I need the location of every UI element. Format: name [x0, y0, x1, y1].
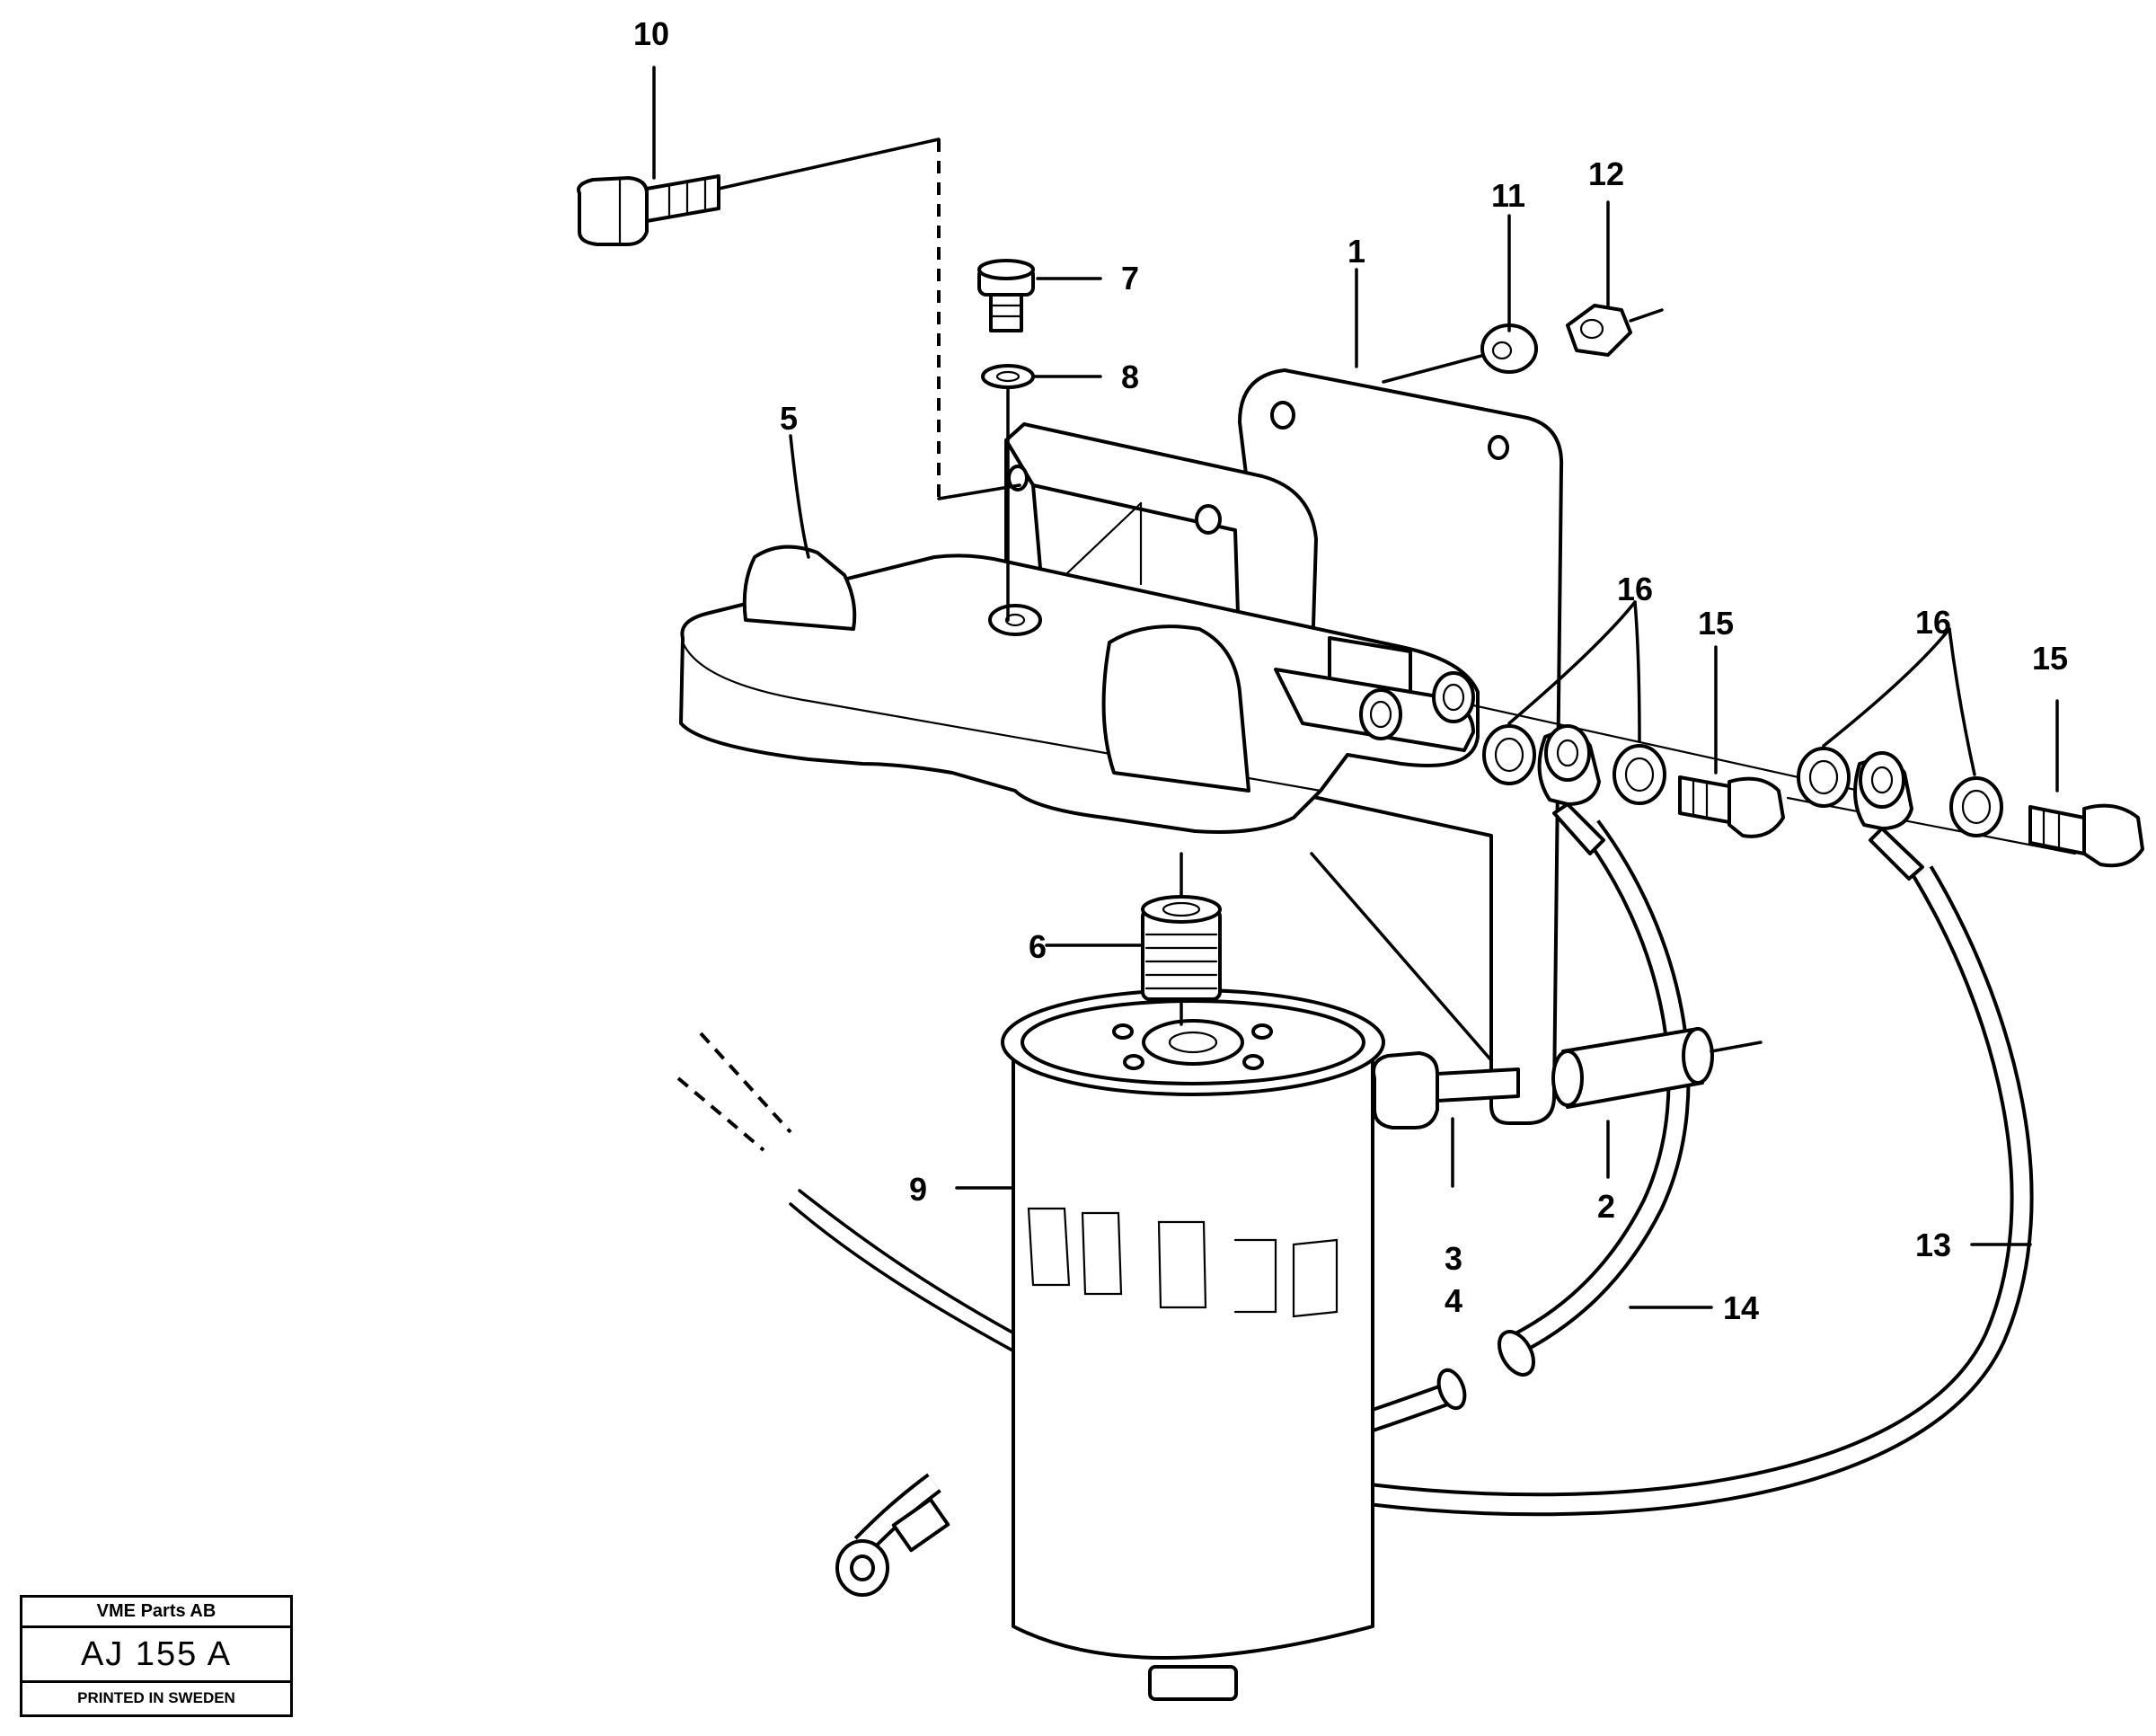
- banjo-bolt-15a: [1678, 775, 1731, 824]
- callout-labels: 10 7 8 5 1 11 12 16 15 16 15 6 9 2 3 4 1…: [633, 15, 2068, 1326]
- callout-15a: 15: [1698, 605, 1734, 642]
- plug-7: [977, 259, 1102, 332]
- oil-filter-9: [1001, 988, 1385, 1701]
- banjo-set-right: [1786, 747, 2144, 881]
- callout-11: 11: [1491, 177, 1525, 214]
- callout-4: 4: [1445, 1282, 1462, 1319]
- callout-3: 3: [1445, 1240, 1462, 1277]
- callout-14: 14: [1723, 1289, 1759, 1326]
- nut-12: [1566, 304, 1664, 357]
- bolt-10: [577, 137, 1021, 500]
- callout-16b: 16: [1915, 604, 1951, 641]
- callout-13: 13: [1915, 1227, 1951, 1263]
- callout-1: 1: [1348, 233, 1365, 270]
- callout-6: 6: [1029, 928, 1047, 965]
- sealing-washer-16b: [1613, 744, 1666, 805]
- callout-16a: 16: [1617, 571, 1653, 607]
- washer-8: [981, 364, 1102, 622]
- stamp-drawing-code: AJ 155 A: [22, 1628, 290, 1683]
- stamp-printed-note: PRINTED IN SWEDEN: [77, 1688, 235, 1706]
- stamp-company: VME Parts AB: [22, 1598, 290, 1628]
- callout-9: 9: [909, 1171, 927, 1208]
- title-block-stamp: VME Parts AB AJ 155 A PRINTED IN SWEDEN: [20, 1595, 293, 1717]
- callout-8: 8: [1121, 359, 1139, 395]
- screw-3: [1310, 852, 1520, 1129]
- washer-11: [1382, 323, 1538, 384]
- callout-7: 7: [1121, 260, 1139, 297]
- banjo-set-left: [1471, 704, 1861, 855]
- callout-10: 10: [633, 15, 669, 52]
- spacer-2: [1551, 1027, 1763, 1109]
- sealing-washer-16a: [1482, 724, 1536, 785]
- callout-5: 5: [780, 400, 798, 437]
- callout-leaders: [652, 66, 2059, 1309]
- nipple-6: [1141, 852, 1222, 1026]
- hose-14: [1343, 819, 1691, 1440]
- sealing-washer-16c: [1797, 747, 1851, 808]
- callout-15b: 15: [2032, 640, 2068, 677]
- callout-2: 2: [1597, 1188, 1615, 1225]
- return-pipes: [676, 1032, 1026, 1597]
- filter-head-5: [679, 422, 1480, 834]
- callout-12: 12: [1588, 155, 1624, 192]
- sealing-washer-16d: [1949, 776, 2003, 837]
